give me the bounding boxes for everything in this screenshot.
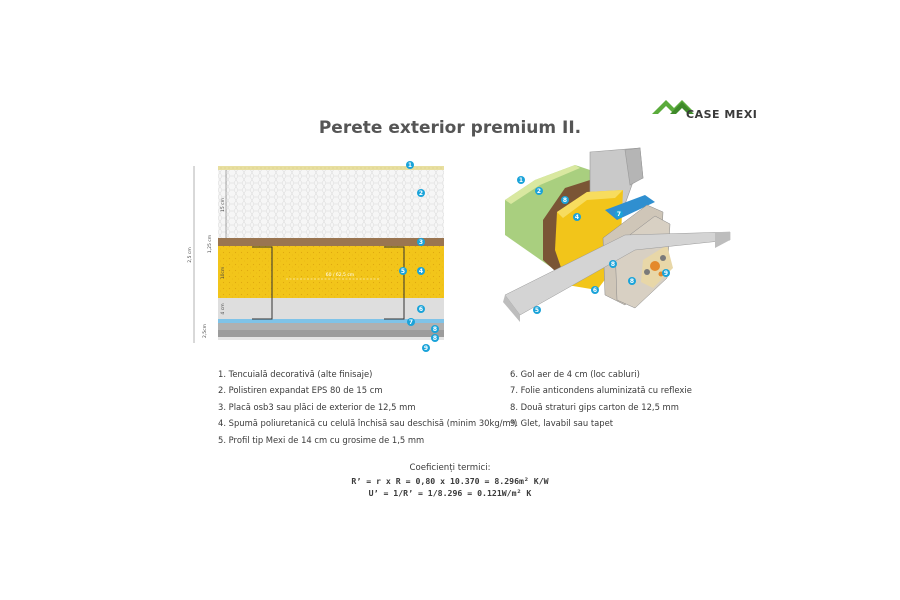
section-marker-9: 9	[422, 344, 430, 352]
legend-left: 1. Tencuială decorativă (alte finisaje) …	[218, 366, 518, 448]
svg-text:8: 8	[563, 197, 567, 204]
layer-gips-2	[218, 330, 444, 337]
iso-marker-7: 7	[615, 210, 623, 218]
section-marker-3: 3	[417, 238, 425, 246]
case-mexi-logo	[652, 100, 694, 114]
svg-text:8: 8	[433, 326, 437, 333]
logo-text: CASE MEXI	[686, 108, 758, 121]
svg-text:2: 2	[419, 190, 423, 197]
section-marker-4: 4	[417, 267, 425, 275]
svg-text:9: 9	[424, 345, 428, 352]
dim-gips: 2,5cm	[202, 324, 208, 338]
layer-air-gap	[218, 298, 444, 319]
svg-text:8: 8	[611, 261, 615, 268]
iso-marker-9: 9	[662, 269, 670, 277]
svg-text:4: 4	[575, 214, 579, 221]
section-marker-7: 7	[407, 318, 415, 326]
mexi-profile-right	[384, 246, 405, 320]
iso-marker-1: 1	[517, 176, 525, 184]
section-marker-1: 1	[406, 161, 414, 169]
wall-cross-section-diagram: 60 / 62,5 cm 2,5 cm 15 cm 1,25 cm 10cm 4…	[187, 161, 444, 352]
section-marker-8b: 8	[431, 334, 439, 342]
svg-text:9: 9	[664, 270, 668, 277]
section-marker-5: 5	[399, 267, 407, 275]
section-marker-6: 6	[417, 305, 425, 313]
section-marker-2: 2	[417, 189, 425, 197]
layer-osb	[218, 238, 444, 246]
svg-text:1: 1	[519, 177, 523, 184]
layer-gips-1	[218, 323, 444, 330]
legend-item-3: 3. Placă osb3 sau plăci de exterior de 1…	[218, 401, 416, 412]
iso-wallpaper	[641, 245, 673, 288]
svg-text:2: 2	[537, 188, 541, 195]
layer-finish	[218, 337, 444, 340]
coefficients-heading: Coeficienți termici:	[409, 463, 491, 473]
u-formula: U’ = 1/R’ = 1/8.296 = 0.121W/m² K	[368, 488, 532, 498]
iso-marker-5: 5	[533, 306, 541, 314]
svg-text:3: 3	[419, 239, 423, 246]
iso-marker-8b: 8	[609, 260, 617, 268]
wall-isometric-diagram: 1 2 8 4 7 8 6 5 8 9	[503, 147, 731, 322]
legend-item-6: 6. Gol aer de 4 cm (loc cabluri)	[510, 369, 640, 379]
layer-foil	[218, 319, 444, 323]
iso-marker-8c: 8	[628, 277, 636, 285]
thermal-coefficients: Coeficienți termici: R’ = r x R = 0,80 x…	[300, 462, 600, 500]
svg-text:5: 5	[401, 268, 405, 275]
spacing-label: 60 / 62,5 cm	[326, 272, 354, 278]
legend-right: 6. Gol aer de 4 cm (loc cabluri) 7. Foli…	[510, 366, 760, 432]
layer-plaster	[218, 166, 444, 170]
svg-text:6: 6	[593, 287, 597, 294]
dim-eps: 15 cm	[220, 198, 226, 212]
iso-marker-2: 2	[535, 187, 543, 195]
dim-gap: 4 cm	[220, 303, 226, 314]
svg-text:8: 8	[630, 278, 634, 285]
r-formula: R’ = r x R = 0,80 x 10.370 = 8.296m² K/W	[351, 475, 549, 486]
legend-item-7: 7. Folie anticondens aluminizată cu refl…	[510, 385, 692, 396]
svg-text:1: 1	[408, 162, 412, 169]
svg-text:5: 5	[535, 307, 539, 314]
layer-eps	[218, 170, 444, 238]
dim-osb: 1,25 cm	[207, 235, 213, 253]
layer-foam	[218, 246, 444, 298]
svg-text:8: 8	[433, 335, 437, 342]
dim-foam: 10cm	[220, 267, 226, 280]
legend-item-4: 4. Spumă poliuretanică cu celulă închisă…	[218, 418, 518, 429]
svg-text:4: 4	[419, 268, 423, 275]
legend-item-1: 1. Tencuială decorativă (alte finisaje)	[218, 369, 373, 379]
page-title: Perete exterior premium II.	[318, 118, 582, 138]
mexi-profile-left	[252, 246, 273, 320]
iso-marker-6: 6	[591, 286, 599, 294]
svg-text:7: 7	[617, 211, 621, 218]
legend-item-2: 2. Polistiren expandat EPS 80 de 15 cm	[218, 385, 383, 396]
svg-text:6: 6	[419, 306, 423, 313]
dim-total: 2,5 cm	[187, 247, 193, 262]
iso-marker-4: 4	[573, 213, 581, 221]
legend-item-8: 8. Două straturi gips carton de 12,5 mm	[510, 401, 679, 412]
legend-item-5: 5. Profil tip Mexi de 14 cm cu grosime d…	[218, 434, 425, 445]
svg-text:7: 7	[409, 319, 413, 326]
iso-marker-8a: 8	[561, 196, 569, 204]
section-marker-8a: 8	[431, 325, 439, 333]
legend-item-9: 9. Glet, lavabil sau tapet	[510, 418, 614, 429]
